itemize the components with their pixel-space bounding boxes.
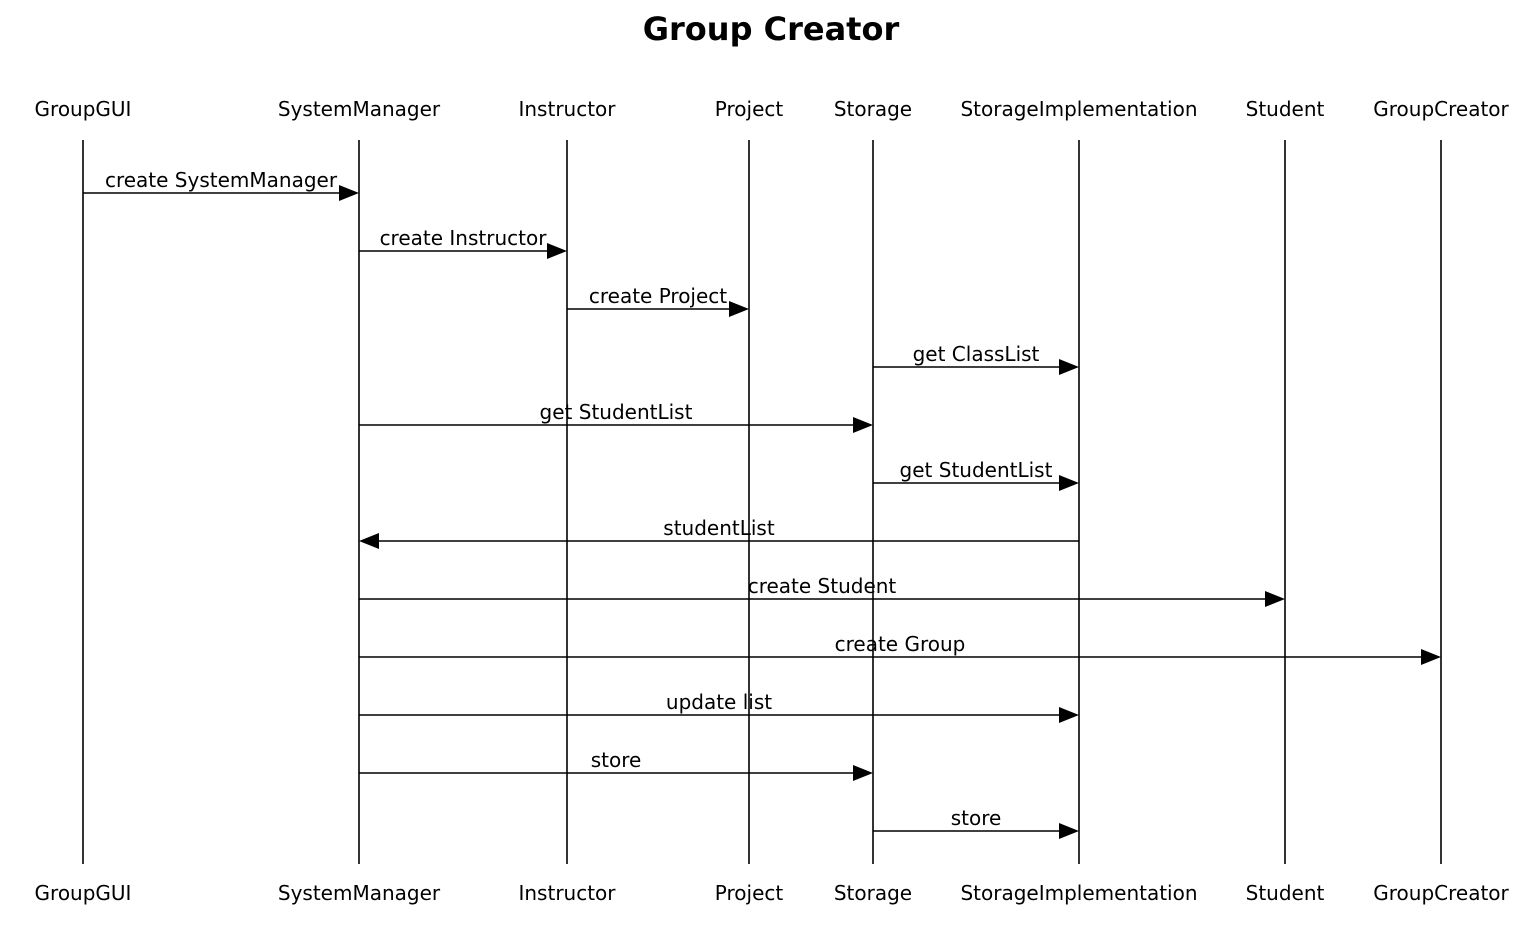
messages: create SystemManager create Instructor cre… [83, 168, 1441, 839]
message-arrowhead [1059, 359, 1079, 375]
message-arrowhead [359, 533, 379, 549]
message-label: create Project [589, 284, 727, 308]
participant-group-gui: GroupGUI GroupGUI [35, 97, 132, 905]
message: update list [359, 690, 1079, 723]
message-arrowhead [1059, 475, 1079, 491]
message-label: get StudentList [540, 400, 693, 424]
message-arrowhead [729, 301, 749, 317]
message-arrowhead [1421, 649, 1441, 665]
message: store [359, 748, 873, 781]
message-label: get ClassList [913, 342, 1040, 366]
message: create Project [567, 284, 749, 317]
participant-label-bottom: Storage [834, 881, 912, 905]
participant-label-bottom: GroupGUI [35, 881, 132, 905]
message-arrowhead [853, 765, 873, 781]
message-label: create SystemManager [105, 168, 338, 192]
message-arrowhead [339, 185, 359, 201]
participant-label-top: Storage [834, 97, 912, 121]
participant-label-bottom: Project [715, 881, 784, 905]
participant-label-top: GroupGUI [35, 97, 132, 121]
message-label: get StudentList [900, 458, 1053, 482]
message: store [873, 806, 1079, 839]
message-arrowhead [547, 243, 567, 259]
message-label: create Group [835, 632, 966, 656]
message-label: store [591, 748, 642, 772]
participant-label-top: GroupCreator [1373, 97, 1509, 121]
participant-label-top: Student [1246, 97, 1325, 121]
participant-label-top: StorageImplementation [960, 97, 1197, 121]
message-arrowhead [1265, 591, 1285, 607]
participant-label-top: Project [715, 97, 784, 121]
participant-label-top: Instructor [518, 97, 616, 121]
participant-label-bottom: StorageImplementation [960, 881, 1197, 905]
message-arrowhead [1059, 707, 1079, 723]
message: get StudentList [359, 400, 873, 433]
message: create SystemManager [83, 168, 359, 201]
message-arrowhead [1059, 823, 1079, 839]
participant-storage-implementation: StorageImplementationStorageImplementati… [960, 97, 1197, 905]
message-label: store [951, 806, 1002, 830]
participant-label-bottom: Student [1246, 881, 1325, 905]
participant-label-top: SystemManager [278, 97, 441, 121]
message-label: update list [666, 690, 772, 714]
message: create Instructor [359, 226, 567, 259]
message: get ClassList [873, 342, 1079, 375]
message-arrowhead [853, 417, 873, 433]
message: get StudentList [873, 458, 1079, 491]
participant-label-bottom: GroupCreator [1373, 881, 1509, 905]
message-label: create Instructor [380, 226, 548, 250]
message: create Group [359, 632, 1441, 665]
participant-label-bottom: Instructor [518, 881, 616, 905]
lifelines: GroupGUIGroupGUISystemManagerSystemManag… [35, 97, 1510, 905]
message: studentList [359, 516, 1079, 549]
message: create Student [359, 574, 1285, 607]
participant-label-bottom: SystemManager [278, 881, 441, 905]
diagram-title: Group Creator [643, 10, 900, 48]
message-label: create Student [748, 574, 897, 598]
message-label: studentList [663, 516, 775, 540]
